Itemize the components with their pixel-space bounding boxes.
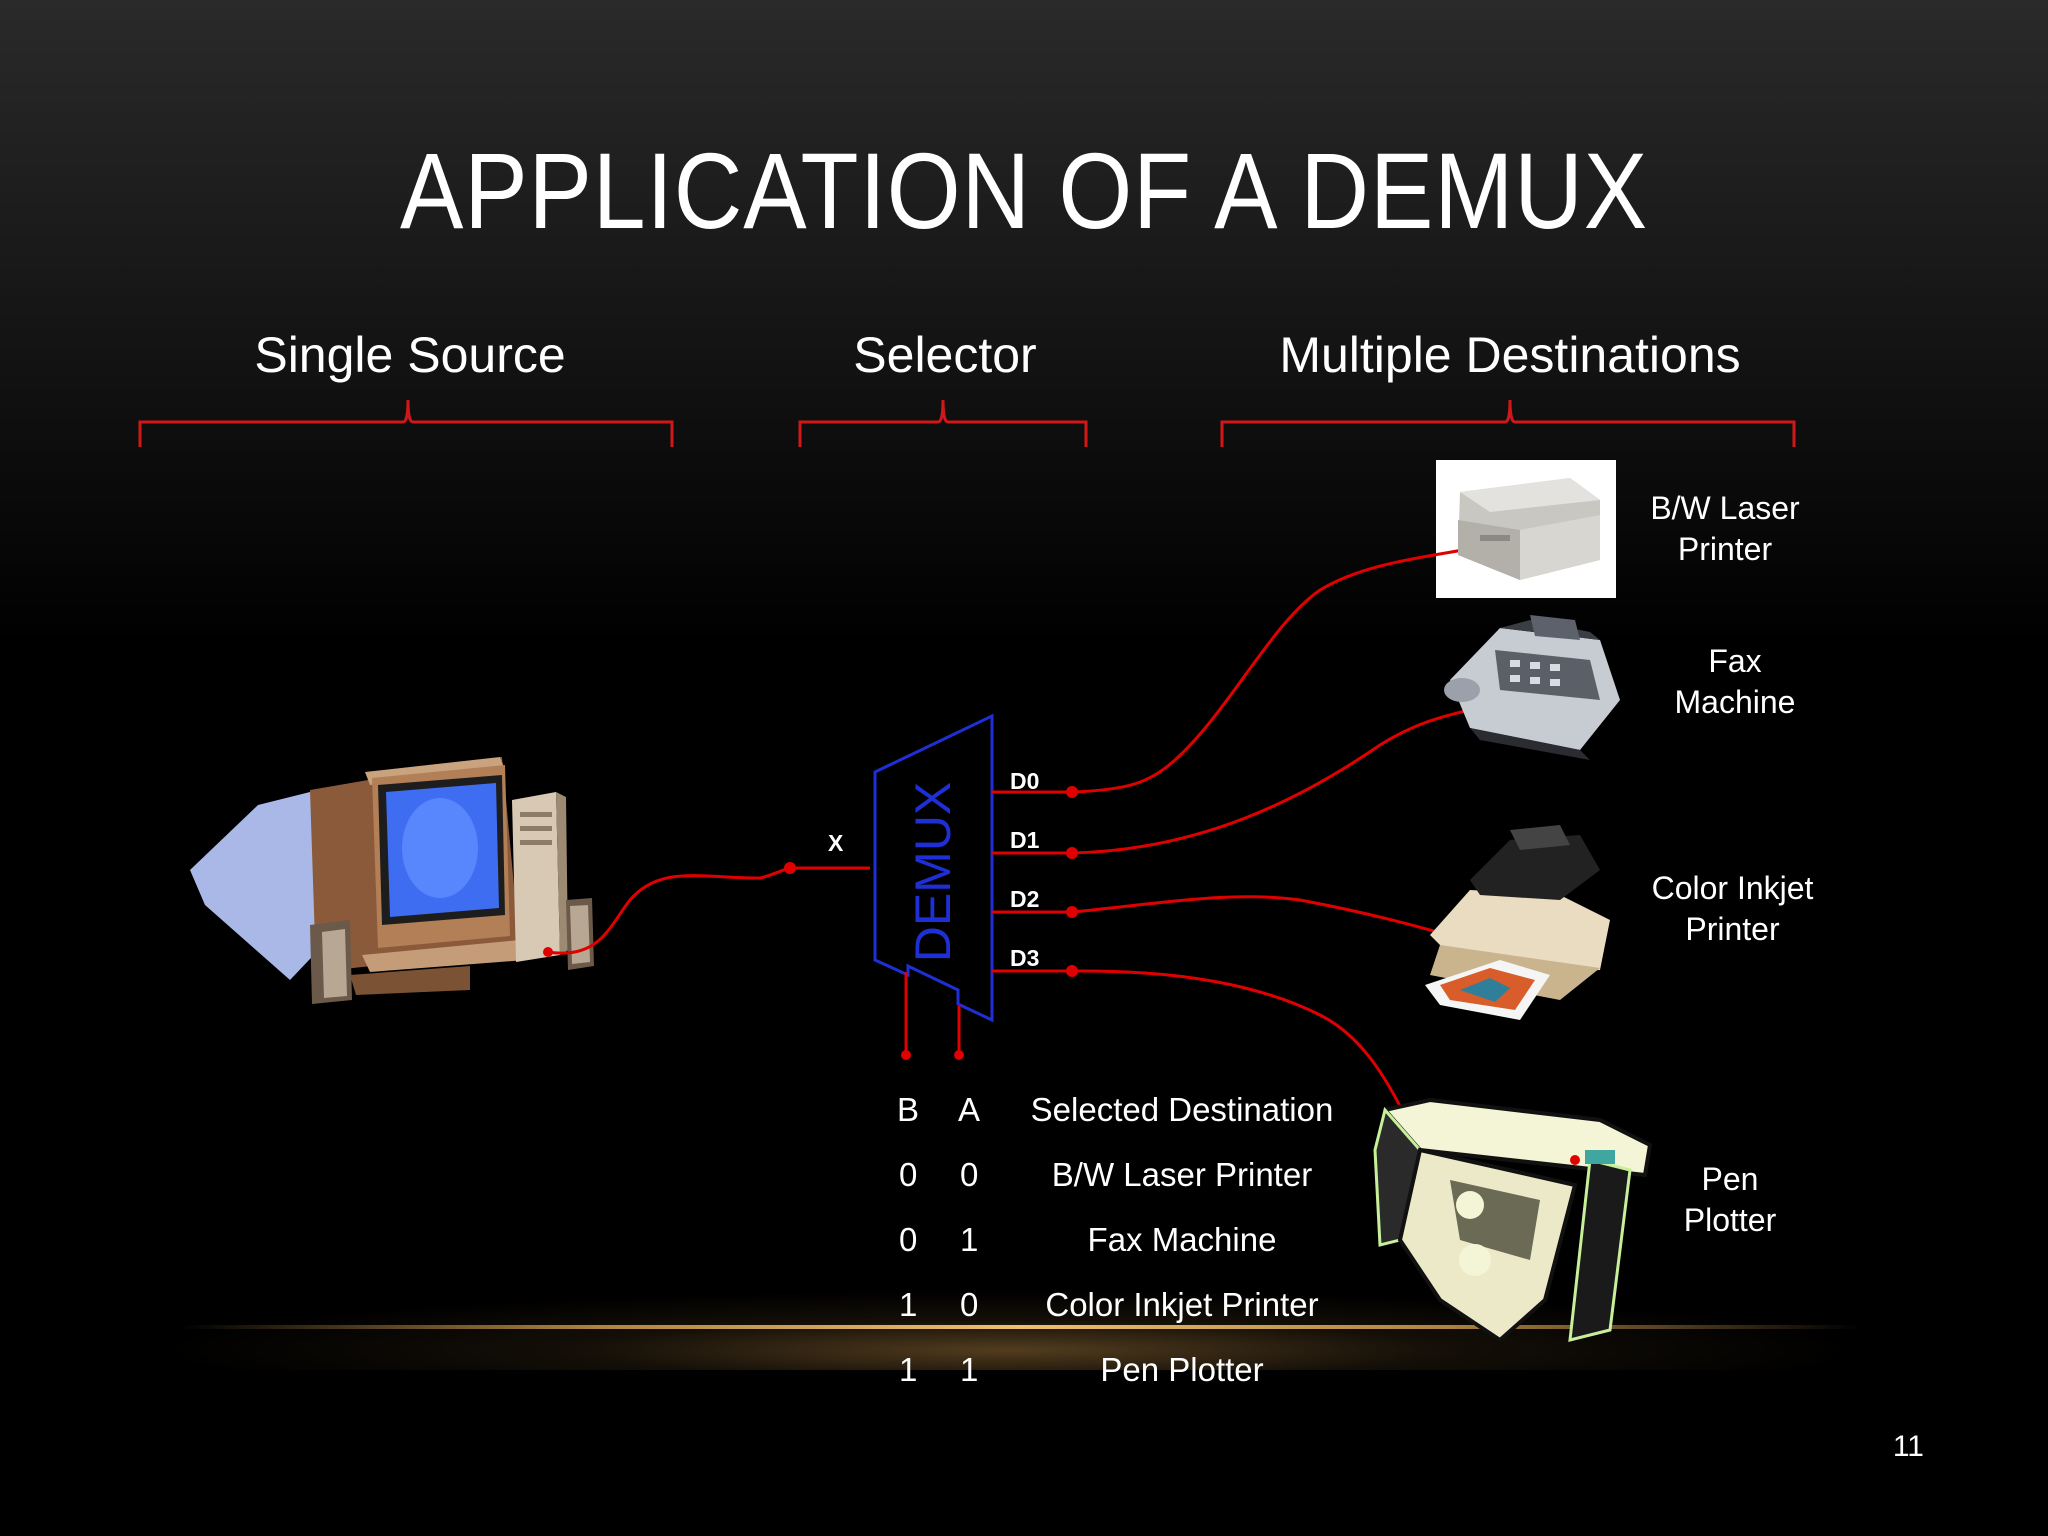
table-cell-dest: Color Inkjet Printer xyxy=(1045,1286,1319,1323)
laser-printer-icon xyxy=(1458,478,1600,580)
dest-label-plotter: Pen Plotter xyxy=(1635,1159,1825,1241)
table-cell-dest: Fax Machine xyxy=(1087,1221,1277,1258)
output-dots xyxy=(1066,541,1488,1125)
table-cell-a: 1 xyxy=(960,1221,979,1258)
output-label-d3: D3 xyxy=(1010,945,1040,971)
table-header-dest: Selected Destination xyxy=(1030,1091,1334,1128)
table-cell-b: 0 xyxy=(899,1221,918,1258)
section-label-selector: Selector xyxy=(853,327,1037,383)
slide-title: APPLICATION OF A DEMUX xyxy=(399,130,1649,251)
source-wire xyxy=(547,866,870,955)
bracket-group xyxy=(138,399,1796,447)
table-cell-a: 1 xyxy=(960,1351,979,1388)
wire-d0 xyxy=(992,544,1484,794)
dest-label-line: Printer xyxy=(1685,911,1780,947)
dest-label-line: Color Inkjet xyxy=(1651,870,1814,906)
dest-label-line: Plotter xyxy=(1683,1202,1777,1238)
section-label-destinations: Multiple Destinations xyxy=(1279,327,1741,383)
fax-machine-icon xyxy=(1444,615,1620,760)
table-header-b: B xyxy=(897,1091,920,1128)
dest-label-laser: B/W Laser Printer xyxy=(1630,488,1820,570)
table-cell-dest: B/W Laser Printer xyxy=(1051,1156,1313,1193)
dest-label-inkjet: Color Inkjet Printer xyxy=(1625,868,1840,950)
demux-label: DEMUX xyxy=(905,782,961,963)
demux-block xyxy=(873,713,994,1023)
wire-d2 xyxy=(992,895,1467,942)
dest-label-line: B/W Laser xyxy=(1650,490,1800,526)
wire-d3 xyxy=(992,969,1409,1121)
output-wires xyxy=(992,544,1484,1121)
select-lines xyxy=(904,972,961,1055)
wire-d1 xyxy=(992,706,1478,855)
dest-label-fax: Fax Machine xyxy=(1640,641,1830,723)
bracket-source xyxy=(138,399,674,447)
select-b-dot xyxy=(901,1050,911,1060)
section-label-source: Single Source xyxy=(254,327,566,383)
dest-label-line: Printer xyxy=(1677,531,1773,567)
wire-dot xyxy=(784,862,796,874)
input-label-x: X xyxy=(828,830,844,856)
table-cell-b: 1 xyxy=(899,1286,918,1323)
pen-plotter-icon xyxy=(1373,1097,1653,1343)
table-cell-b: 0 xyxy=(899,1156,918,1193)
bottom-glow-line xyxy=(180,1325,1860,1329)
table-cell-a: 0 xyxy=(960,1156,979,1193)
table-cell-b: 1 xyxy=(899,1351,918,1388)
output-label-d2: D2 xyxy=(1010,886,1040,912)
dest-label-line: Machine xyxy=(1674,684,1796,720)
bracket-selector xyxy=(798,399,1088,447)
table-header-a: A xyxy=(958,1091,981,1128)
wire-dot xyxy=(543,947,553,957)
computer-icon xyxy=(190,757,594,1004)
output-label-d1: D1 xyxy=(1010,827,1040,853)
page-number: 11 xyxy=(1892,1430,1924,1463)
table-cell-dest: Pen Plotter xyxy=(1100,1351,1264,1388)
table-cell-a: 0 xyxy=(960,1286,979,1323)
bracket-destinations xyxy=(1220,399,1796,447)
inkjet-printer-icon xyxy=(1425,825,1610,1020)
dest-label-line: Pen xyxy=(1701,1161,1759,1197)
dest-label-line: Fax xyxy=(1708,643,1762,679)
output-label-d0: D0 xyxy=(1010,768,1040,794)
select-a-dot xyxy=(954,1050,964,1060)
